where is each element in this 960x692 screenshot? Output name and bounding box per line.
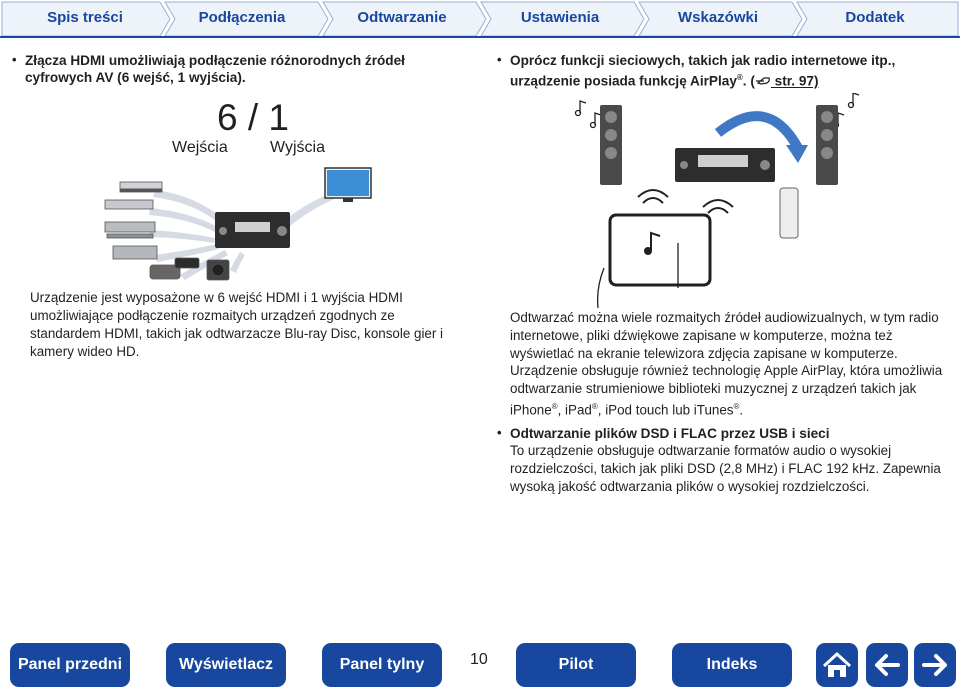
rear-panel-button[interactable]: Panel tylny	[322, 643, 442, 687]
dsd-flac-bullet-title: Odtwarzanie plików DSD i FLAC przez USB …	[510, 426, 830, 441]
airplay-text-1: Urządzenie obsługuje również technologię…	[510, 363, 943, 418]
network-description: Odtwarzać można wiele rozmaitych źródeł …	[510, 310, 939, 361]
home-button[interactable]	[816, 643, 858, 687]
airplay-description: Urządzenie obsługuje również technologię…	[510, 362, 950, 419]
network-playback-illustration	[574, 93, 860, 308]
pointing-hand-icon	[755, 76, 770, 85]
bullet-marker: •	[497, 52, 502, 67]
tab-contents[interactable]: Spis treści	[47, 9, 123, 26]
tab-shapes	[0, 1, 960, 38]
registered-mark: ®	[551, 402, 558, 411]
registered-mark: ®	[733, 402, 740, 411]
home-icon	[822, 652, 852, 677]
tab-connections[interactable]: Podłączenia	[198, 9, 286, 26]
registered-mark: ®	[591, 402, 598, 411]
bullet-marker: •	[497, 425, 502, 440]
dsd-flac-description: To urządzenie obsługuje odtwarzanie form…	[510, 443, 941, 494]
airplay-text-4: lub iTunes	[668, 402, 734, 418]
airplay-text-5: .	[739, 402, 744, 418]
index-button[interactable]: Indeks	[672, 643, 792, 687]
top-navigation: Spis treści Podłączenia Odtwarzanie Usta…	[0, 0, 960, 38]
tab-playback[interactable]: Odtwarzanie	[357, 9, 447, 26]
arrow-left-icon	[875, 654, 900, 676]
front-panel-button[interactable]: Panel przedni	[10, 643, 130, 687]
tab-tips[interactable]: Wskazówki	[677, 9, 759, 26]
io-count: 6 / 1	[217, 97, 289, 138]
airplay-bullet-text: Oprócz funkcji sieciowych, takich jak ra…	[510, 53, 896, 89]
airplay-text-3: , iPod touch	[597, 402, 669, 418]
hdmi-bullet-title: Złącza HDMI umożliwiają podłączenie różn…	[25, 53, 405, 85]
airplay-text-2: , iPad	[557, 402, 592, 418]
remote-button[interactable]: Pilot	[516, 643, 636, 687]
airplay-bullet-title: Oprócz funkcji sieciowych, takich jak ra…	[510, 52, 940, 90]
tab-appendix[interactable]: Dodatek	[845, 9, 905, 26]
hdmi-connection-illustration	[104, 167, 372, 281]
back-button[interactable]	[866, 643, 908, 687]
outputs-label: Wyjścia	[270, 139, 325, 156]
hdmi-description: Urządzenie jest wyposażone w 6 wejść HDM…	[30, 290, 444, 359]
bullet-marker: •	[12, 52, 17, 67]
forward-button[interactable]	[914, 643, 956, 687]
arrow-right-icon	[922, 654, 947, 676]
page-reference-link[interactable]: str. 97)	[770, 73, 819, 89]
display-button[interactable]: Wyświetlacz	[166, 643, 286, 687]
airplay-bullet-text2: . (	[742, 73, 755, 89]
inputs-label: Wejścia	[172, 139, 228, 156]
tab-settings[interactable]: Ustawienia	[520, 9, 600, 26]
registered-mark: ®	[736, 73, 743, 82]
page-number: 10	[470, 651, 488, 668]
